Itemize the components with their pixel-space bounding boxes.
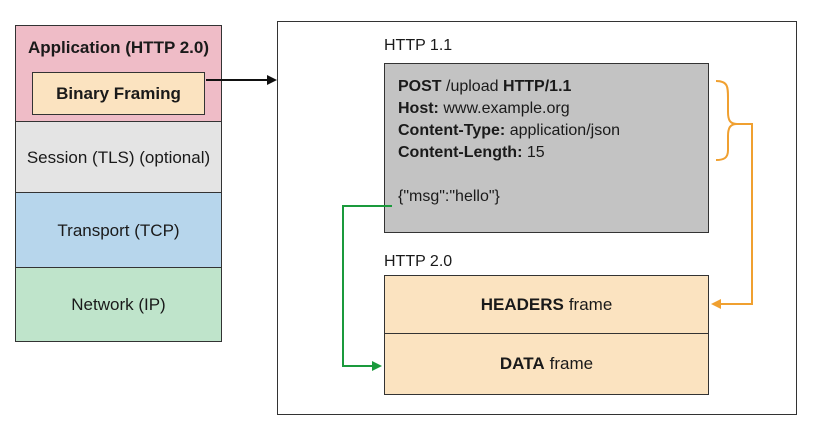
content-length-header-key: Content-Length: <box>398 144 523 161</box>
content-type-header-line: Content-Type: application/json <box>398 120 708 142</box>
headers-frame: HEADERS frame <box>384 275 709 335</box>
request-version: HTTP/1.1 <box>502 78 572 95</box>
transport-layer-label: Transport (TCP) <box>57 220 180 240</box>
data-frame: DATA frame <box>384 333 709 395</box>
content-type-header-value: application/json <box>505 122 620 139</box>
host-header-value: www.example.org <box>438 100 570 117</box>
transport-layer: Transport (TCP) <box>15 192 222 269</box>
headers-frame-type: HEADERS <box>480 295 564 314</box>
content-type-header-key: Content-Type: <box>398 122 506 139</box>
data-frame-suffix: frame <box>549 354 594 373</box>
binary-framing-label: Binary Framing <box>56 83 181 103</box>
application-layer: Application (HTTP 2.0) Binary Framing <box>15 25 222 123</box>
host-header-line: Host: www.example.org <box>398 98 708 120</box>
request-path: /upload <box>441 78 503 95</box>
request-line: POST /upload HTTP/1.1 <box>398 76 708 98</box>
data-frame-type: DATA <box>499 354 545 373</box>
content-length-header-value: 15 <box>522 144 545 161</box>
host-header-key: Host: <box>398 100 439 117</box>
binary-framing-layer: Binary Framing <box>32 72 205 115</box>
http11-label: HTTP 1.1 <box>384 37 453 54</box>
network-layer: Network (IP) <box>15 267 222 342</box>
request-body: {"msg":"hello"} <box>398 188 500 205</box>
session-layer: Session (TLS) (optional) <box>15 121 222 194</box>
session-layer-label: Session (TLS) (optional) <box>26 147 211 167</box>
network-layer-label: Network (IP) <box>71 294 166 314</box>
http20-label: HTTP 2.0 <box>384 253 453 270</box>
content-length-header-line: Content-Length: 15 <box>398 142 708 164</box>
http11-request-box: POST /upload HTTP/1.1 Host: www.example.… <box>384 63 709 233</box>
headers-frame-suffix: frame <box>568 295 613 314</box>
application-layer-label: Application (HTTP 2.0) <box>27 38 210 57</box>
request-method: POST <box>398 78 442 95</box>
